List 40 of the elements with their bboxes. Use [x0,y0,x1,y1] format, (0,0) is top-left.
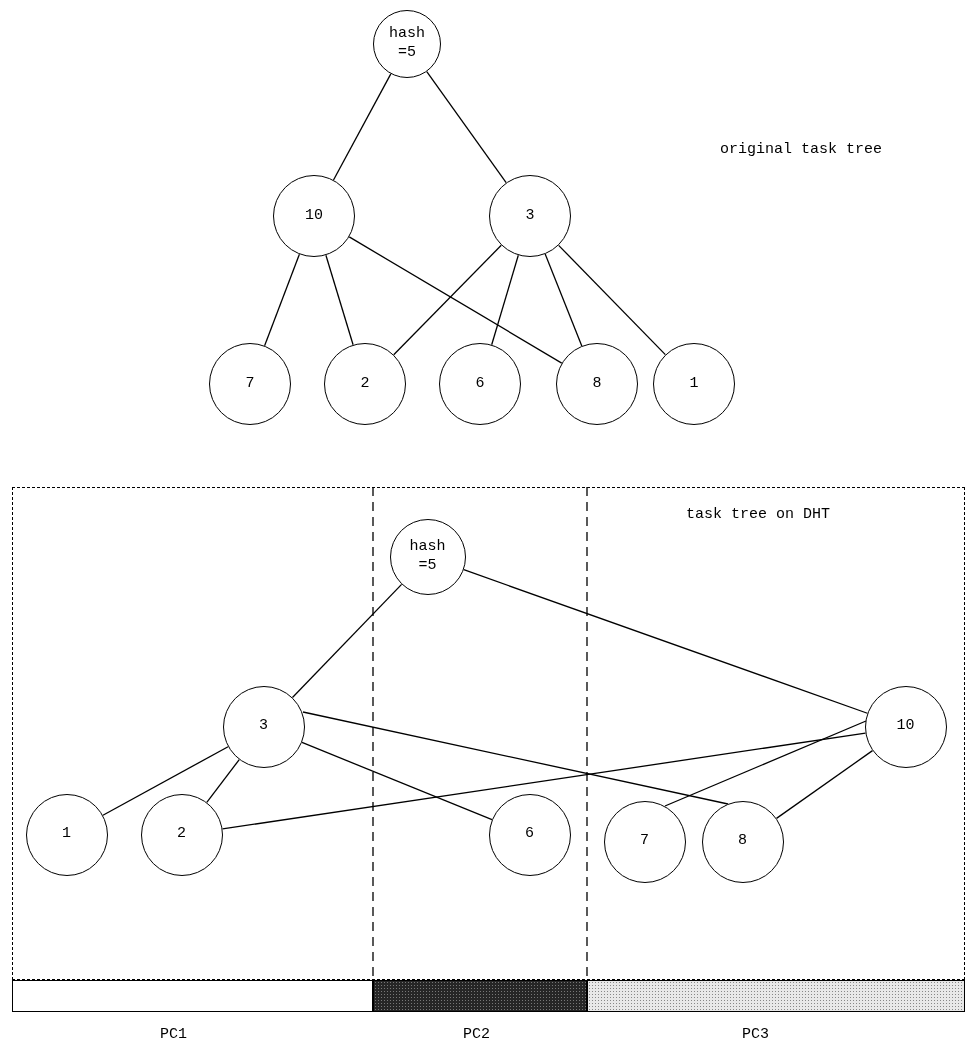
connector-line [348,236,563,364]
region-title: task tree on DHT [686,506,831,523]
dashed-region [12,487,965,980]
connector-line [206,759,240,803]
connector-line [558,244,666,356]
diagram-label: original task tree [720,141,883,158]
connector-line [291,583,403,699]
tree-node-circle: 3 [489,175,571,257]
connector-line [263,253,301,347]
connector-line [102,746,229,816]
tree-node-circle: 8 [556,343,638,425]
connector-line [491,254,519,346]
tree-node-circle: 10 [273,175,355,257]
tree-node-circle: 1 [653,343,735,425]
connector-line [393,244,502,356]
tree-node-circle: 2 [140,793,223,876]
tree-node-circle: hash =5 [373,10,441,78]
tree-node-circle: 2 [324,343,406,425]
tree-node-circle: 7 [209,343,291,425]
connector-line [332,73,392,181]
connector-line [664,720,867,807]
connector-line [544,253,583,347]
tree-node-circle: 6 [488,793,571,876]
tree-node-circle: 7 [603,800,686,883]
tree-node-circle: 10 [864,685,947,768]
connector-line [463,569,868,714]
tree-node-circle: 3 [222,685,305,768]
tree-node-circle: 8 [701,800,784,883]
tree-node-circle: hash =5 [389,518,466,595]
connector-line [775,750,874,819]
connector-line [325,254,354,346]
tree-node-circle: 1 [25,793,108,876]
bar-label: PC2 [463,1026,490,1043]
bar-label: PC1 [160,1026,187,1043]
tree-node-circle: 6 [439,343,521,425]
bar-label: PC3 [742,1026,769,1043]
connector-line [302,711,729,805]
connector-line [301,741,493,821]
connector-line [221,732,867,830]
connector-line [426,71,507,184]
